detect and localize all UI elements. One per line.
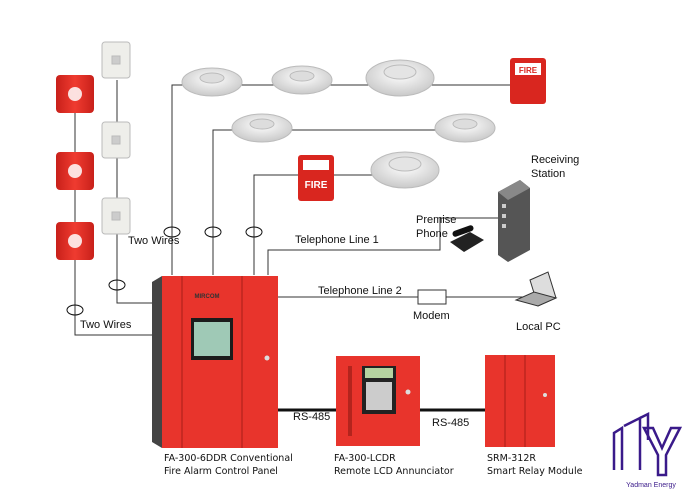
receiving-station-label: Receiving [531, 154, 579, 166]
smoke-detector-icon [231, 113, 293, 143]
control-panel-model: FA-300-6DDR Conventional [164, 453, 293, 464]
receiving-station-label: Station [531, 168, 565, 180]
local-pc-label: Local PC [516, 321, 561, 333]
heat-detector-icon [370, 151, 440, 189]
telephone-icon [450, 225, 484, 252]
horn-icon [101, 121, 131, 159]
rs485-label: RS-485 [432, 417, 469, 429]
smart-relay-module [485, 355, 555, 447]
laptop-icon [514, 271, 558, 307]
horn-icon [101, 41, 131, 79]
smoke-detector-icon [181, 67, 243, 97]
svg-text:FIRE: FIRE [519, 66, 538, 75]
telephone-line-1-label: Telephone Line 1 [295, 234, 379, 246]
smoke-detector-icon [271, 65, 333, 95]
rs485-label: RS-485 [293, 411, 330, 423]
horn-strobe-icon [56, 222, 94, 260]
premise-phone-label: Premise [416, 214, 456, 226]
horn-strobe-icon [56, 152, 94, 190]
horn-strobe-icon [56, 75, 94, 113]
heat-detector-icon [365, 59, 435, 97]
remote-lcd-annunciator [336, 356, 420, 446]
horn-icon [101, 197, 131, 235]
two-wires-label: Two Wires [128, 235, 180, 247]
svg-text:MIRCOM: MIRCOM [195, 294, 220, 300]
control-panel-desc: Fire Alarm Control Panel [164, 466, 278, 477]
modem-icon [417, 289, 447, 305]
yadman-energy-logo: Yadman Energy [612, 411, 683, 489]
relay-module-desc: Smart Relay Module [487, 466, 583, 477]
premise-phone-label: Phone [416, 228, 448, 240]
wire-pair-markers [66, 226, 263, 316]
modem-label: Modem [413, 310, 450, 322]
relay-module-model: SRM-312R [487, 453, 536, 464]
pull-station-icon: FIRE [298, 155, 334, 201]
annunciator-model: FA-300-LCDR [334, 453, 396, 464]
svg-text:Yadman Energy: Yadman Energy [626, 482, 676, 489]
receiving-station-icon [498, 180, 530, 262]
pull-station-icon: FIRE [510, 58, 546, 104]
two-wires-label: Two Wires [80, 319, 132, 331]
smoke-detectors [181, 59, 496, 189]
telephone-line-2-label: Telephone Line 2 [318, 285, 402, 297]
white-horn-strobes [101, 41, 131, 235]
svg-text:FIRE: FIRE [305, 180, 328, 191]
fire-alarm-control-panel: MIRCOM [152, 276, 278, 448]
annunciator-desc: Remote LCD Annunciator [334, 466, 454, 477]
red-horn-strobes [56, 75, 94, 260]
smoke-detector-icon [434, 113, 496, 143]
